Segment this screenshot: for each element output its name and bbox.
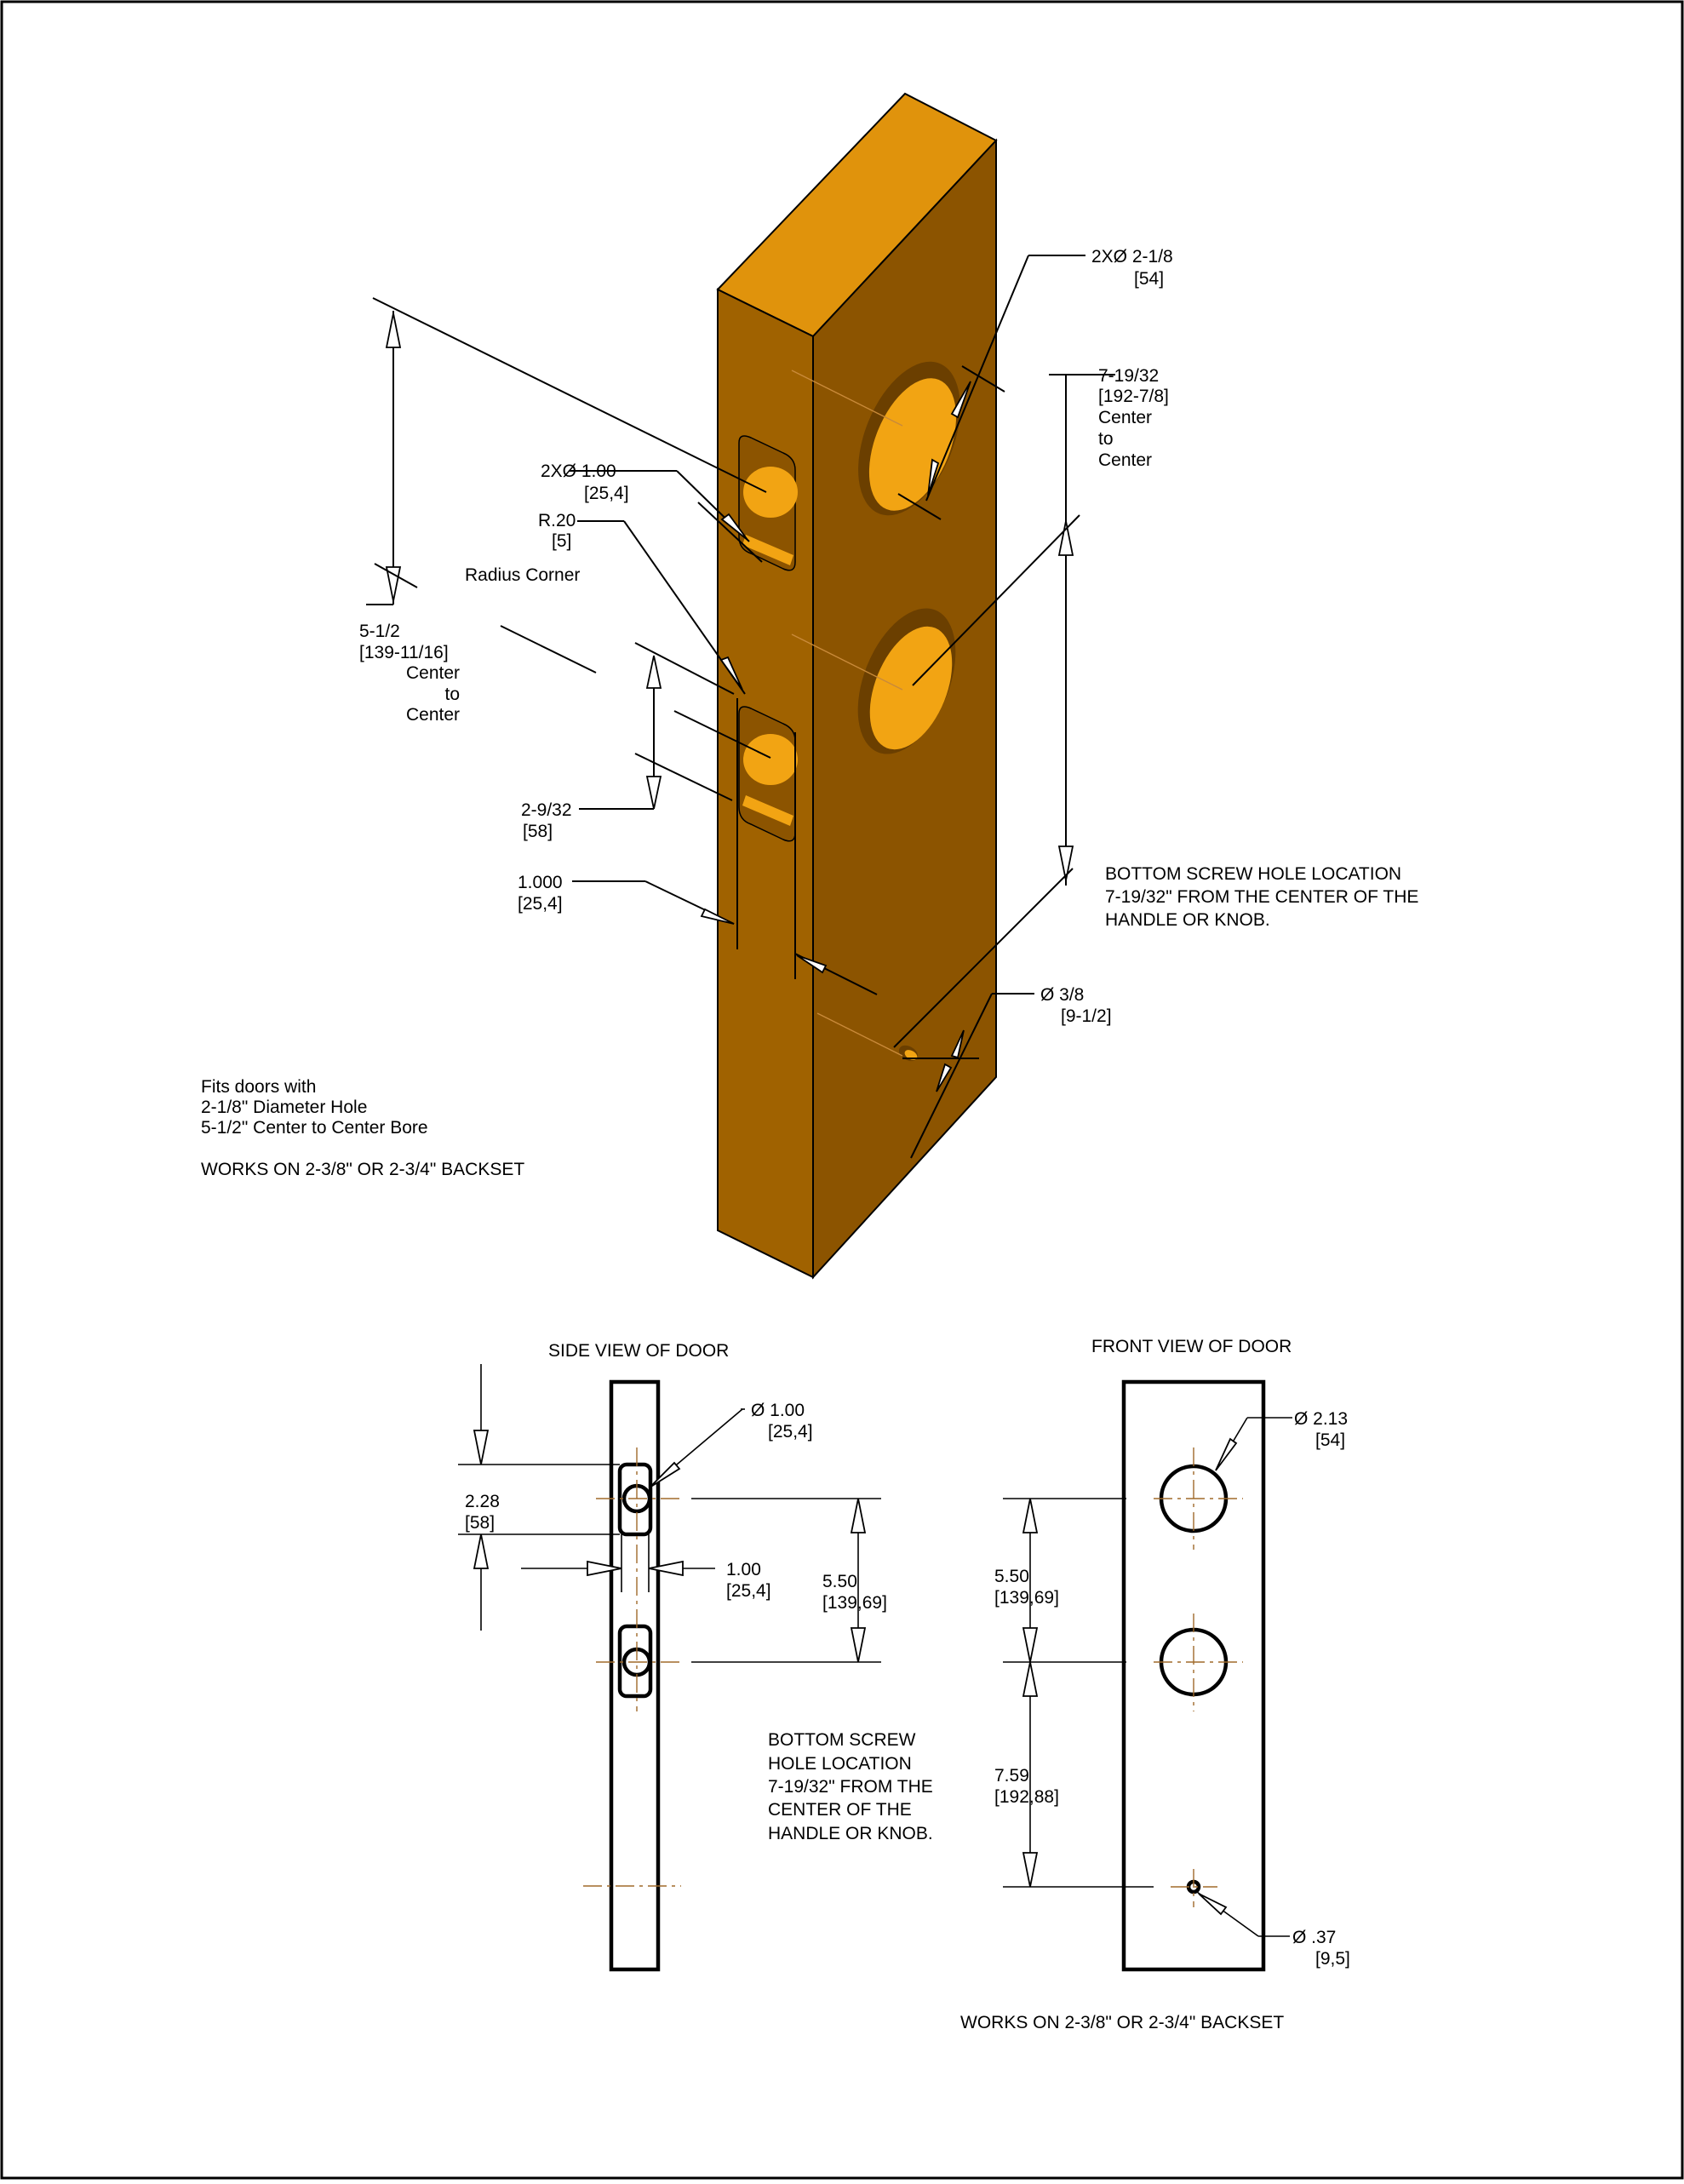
dim-screw-ctc-note: to bbox=[1098, 429, 1114, 449]
iso-block bbox=[716, 92, 998, 1280]
bottom-screw-note: HANDLE OR KNOB. bbox=[1105, 910, 1270, 930]
dim-screw-ctc-note: Center bbox=[1098, 450, 1152, 470]
side-dim-ctc-mm: [139,69] bbox=[822, 1593, 887, 1613]
front-view-outline bbox=[1121, 1379, 1266, 1972]
front-dim-screw: 7.59 bbox=[994, 1766, 1029, 1786]
front-dim-dia-mm: [54] bbox=[1315, 1430, 1345, 1450]
bottom-screw-note: BOTTOM SCREW HOLE LOCATION bbox=[1105, 864, 1401, 884]
lower-slot bbox=[738, 706, 798, 842]
middle-note-line: 7-19/32" FROM THE bbox=[768, 1777, 933, 1797]
side-dim-dia: Ø 1.00 bbox=[751, 1401, 805, 1420]
side-dim-slot-mm: [58] bbox=[465, 1513, 495, 1533]
middle-note: BOTTOM SCREW HOLE LOCATION 7-19/32" FROM… bbox=[768, 1730, 933, 1843]
dim-slot-dia: 2XØ 1.00 bbox=[541, 461, 616, 481]
dim-ctc-note: Center bbox=[406, 705, 460, 725]
middle-note-line: HANDLE OR KNOB. bbox=[768, 1824, 933, 1843]
lower-bore bbox=[857, 608, 956, 754]
dim-radius: R.20 bbox=[538, 511, 576, 530]
side-dim-dia-mm: [25,4] bbox=[768, 1422, 813, 1442]
middle-note-line: HOLE LOCATION bbox=[768, 1754, 912, 1774]
side-dim-ctc: 5.50 bbox=[822, 1572, 857, 1591]
front-dim-dia: Ø 2.13 bbox=[1294, 1409, 1348, 1429]
dim-screw-dia-mm: [9-1/2] bbox=[1061, 1006, 1112, 1026]
side-view-outline bbox=[609, 1379, 661, 1972]
radius-note: Radius Corner bbox=[465, 565, 580, 585]
hidden-line bbox=[791, 370, 903, 427]
side-view-title: SIDE VIEW OF DOOR bbox=[548, 1341, 729, 1361]
iso-labels: 2XØ 2-1/8 [54] 7-19/32 [192-7/8] Center … bbox=[201, 247, 1418, 1179]
fits-note: Fits doors with bbox=[201, 1077, 316, 1097]
dim-ctc-mm: [139-11/16] bbox=[359, 643, 449, 662]
front-dim-screw-dia-mm: [9,5] bbox=[1315, 1949, 1350, 1969]
front-dim-ctc-mm: [139,69] bbox=[994, 1588, 1059, 1608]
dim-slot-width-mm: [25,4] bbox=[518, 894, 563, 914]
dim-screw-ctc-mm: [192-7/8] bbox=[1098, 387, 1169, 406]
dim-ctc-note: to bbox=[444, 685, 460, 704]
upper-slot bbox=[738, 435, 798, 571]
front-view-title: FRONT VIEW OF DOOR bbox=[1091, 1337, 1292, 1356]
side-dim-width: 1.00 bbox=[726, 1560, 761, 1579]
dim-screw-dia: Ø 3/8 bbox=[1040, 985, 1084, 1005]
dim-ctc: 5-1/2 bbox=[359, 622, 400, 641]
bottom-screw-note: 7-19/32" FROM THE CENTER OF THE bbox=[1105, 887, 1418, 907]
dim-ctc-note: Center bbox=[406, 663, 460, 683]
middle-note-line: BOTTOM SCREW bbox=[768, 1730, 916, 1750]
dim-slot-dia-mm: [25,4] bbox=[584, 484, 629, 503]
front-dim-screw-mm: [192,88] bbox=[994, 1787, 1059, 1807]
dim-bore-dia: 2XØ 2-1/8 bbox=[1091, 247, 1173, 267]
footer-backset-note: WORKS ON 2-3/8" OR 2-3/4" BACKSET bbox=[960, 2013, 1284, 2032]
front-dim-screw-dia: Ø .37 bbox=[1292, 1928, 1336, 1947]
dim-bore-dia-mm: [54] bbox=[1134, 269, 1164, 289]
dim-screw-ctc-note: Center bbox=[1098, 408, 1152, 427]
front-view: FRONT VIEW OF DOOR Ø 2.13 [54] 5.50 [139… bbox=[994, 1337, 1350, 1972]
middle-note-line: CENTER OF THE bbox=[768, 1800, 912, 1820]
side-dim-width-mm: [25,4] bbox=[726, 1581, 771, 1601]
fits-note: 2-1/8" Diameter Hole bbox=[201, 1098, 367, 1117]
side-view: SIDE VIEW OF DOOR Ø 1.00 bbox=[458, 1341, 887, 1972]
dim-screw-ctc: 7-19/32 bbox=[1098, 366, 1159, 386]
side-dim-slot: 2.28 bbox=[465, 1492, 500, 1511]
screw-hole bbox=[898, 1045, 919, 1062]
dim-slot-len-mm: [58] bbox=[523, 822, 553, 841]
front-dim-ctc: 5.50 bbox=[994, 1567, 1029, 1586]
dim-slot-len: 2-9/32 bbox=[521, 800, 572, 820]
dim-slot-width: 1.000 bbox=[518, 873, 563, 892]
fits-note: 5-1/2" Center to Center Bore bbox=[201, 1118, 428, 1138]
backset-note: WORKS ON 2-3/8" OR 2-3/4" BACKSET bbox=[201, 1160, 524, 1179]
hidden-line bbox=[791, 633, 903, 691]
iso-dimensions bbox=[366, 255, 1115, 1159]
dim-radius-mm: [5] bbox=[552, 531, 571, 551]
hidden-line bbox=[816, 1012, 903, 1057]
